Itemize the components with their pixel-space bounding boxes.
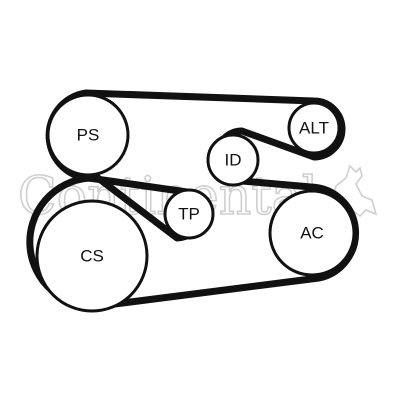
pulley-id: ID [206,133,260,187]
pulley-ac: AC [268,189,356,277]
pulley-id-label: ID [225,151,242,170]
pulley-ps-label: PS [77,126,100,145]
pulley-cs: CS [35,199,149,313]
pulley-ps: PS [46,93,130,177]
pulley-cs-label: CS [80,247,104,266]
pulley-ac-label: AC [300,224,324,243]
pulley-tp-label: TP [178,205,200,224]
pulley-tp: TP [163,188,215,240]
pulley-alt-label: ALT [299,119,329,138]
pulley-alt: ALT [287,101,341,155]
